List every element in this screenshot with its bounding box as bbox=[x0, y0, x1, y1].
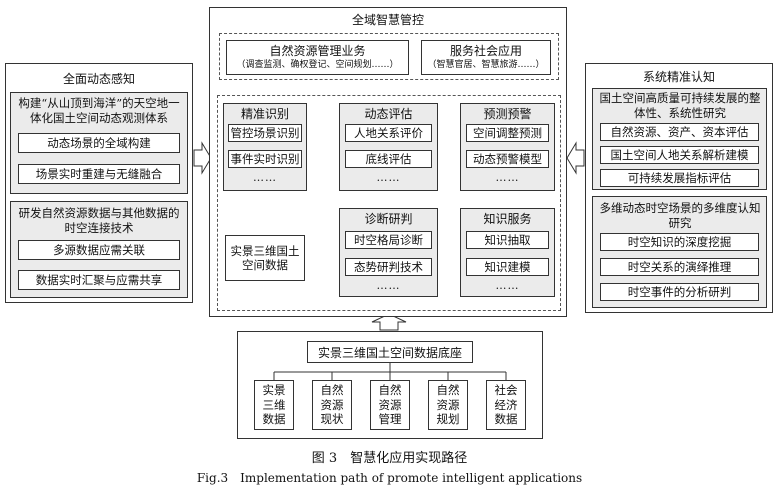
module-identify bbox=[223, 103, 307, 191]
module-warn-item: 动态预警模型 bbox=[466, 150, 549, 168]
service-social-title: 服务社会应用 bbox=[449, 44, 522, 58]
left-hollow-arrow bbox=[193, 141, 212, 175]
bottom-item: 自然资源管理 bbox=[370, 380, 410, 430]
module-evaluate-item: 底线评估 bbox=[345, 150, 432, 168]
module-diagnose-item: 态势研判技术 bbox=[345, 258, 432, 276]
figure-caption-zh: 图 3 智慧化应用实现路径 bbox=[311, 451, 468, 466]
center-data-box: 实景三维国土空间数据 bbox=[225, 235, 305, 281]
right-group-1-item: 国土空间人地关系解析建模 bbox=[600, 146, 759, 164]
module-warn bbox=[460, 103, 555, 191]
right-group-2-title: 多维动态时空场景的多维度认知研究 bbox=[599, 201, 761, 230]
right-group-1-item: 自然资源、资产、资本评估 bbox=[600, 123, 759, 141]
module-diagnose-title: 诊断研判 bbox=[364, 212, 413, 226]
bottom-hollow-arrow bbox=[371, 313, 407, 331]
module-knowledge-item: 知识建模 bbox=[466, 258, 549, 276]
right-group-1-title: 国土空间高质量可持续发展的整体性、系统性研究 bbox=[599, 91, 761, 120]
module-diagnose-more: …… bbox=[376, 279, 401, 292]
left-group-2-item: 数据实时汇聚与应需共享 bbox=[18, 270, 180, 290]
service-natural-resources-title: 自然资源管理业务 bbox=[269, 44, 366, 58]
figure-caption-en: Fig.3 Implementation path of promote int… bbox=[196, 471, 583, 485]
module-warn-title: 预测预警 bbox=[483, 107, 532, 121]
left-panel-title: 全面动态感知 bbox=[62, 72, 135, 86]
bottom-item: 社会经济数据 bbox=[486, 380, 526, 430]
service-box-social bbox=[421, 40, 551, 75]
right-panel-title: 系统精准认知 bbox=[642, 70, 715, 84]
right-group-1-item: 可持续发展指标评估 bbox=[600, 169, 759, 187]
module-evaluate-item: 人地关系评价 bbox=[345, 124, 432, 142]
module-knowledge-title: 知识服务 bbox=[483, 212, 532, 226]
left-group-2-title: 研发自然资源数据与其他数据的时空连接技术 bbox=[18, 206, 180, 235]
module-evaluate bbox=[339, 103, 438, 191]
left-group-1-item: 场景实时重建与无缝融合 bbox=[18, 164, 180, 184]
service-social-sub: （智慧官居、智慧旅游……） bbox=[427, 60, 545, 70]
module-identify-item: 事件实时识别 bbox=[228, 150, 302, 168]
service-box-natural-resources bbox=[226, 40, 409, 75]
module-diagnose bbox=[339, 208, 438, 297]
bottom-item: 自然资源现状 bbox=[312, 380, 352, 430]
right-group-2-item: 时空事件的分析研判 bbox=[600, 283, 759, 301]
bottom-item: 自然资源规划 bbox=[428, 380, 468, 430]
module-warn-more: …… bbox=[495, 171, 520, 184]
service-area bbox=[219, 33, 559, 80]
module-warn-item: 空间调整预测 bbox=[466, 124, 549, 142]
left-group-1-item: 动态场景的全域构建 bbox=[18, 133, 180, 153]
bottom-item: 实景三维数据 bbox=[254, 380, 294, 430]
module-evaluate-more: …… bbox=[376, 171, 401, 184]
module-knowledge-item: 知识抽取 bbox=[466, 231, 549, 249]
right-hollow-arrow bbox=[566, 141, 585, 175]
bottom-foundation-title: 实景三维国土空间数据底座 bbox=[307, 341, 473, 363]
center-data-label: 实景三维国土空间数据 bbox=[230, 243, 300, 272]
module-knowledge bbox=[460, 208, 555, 297]
main-title: 全域智慧管控 bbox=[351, 13, 424, 27]
module-diagnose-item: 时空格局诊断 bbox=[345, 231, 432, 249]
right-group-2-item: 时空知识的深度挖掘 bbox=[600, 233, 759, 251]
service-natural-resources-sub: （调查监测、确权登记、空间规划……） bbox=[236, 60, 399, 70]
module-identify-item: 管控场景识别 bbox=[228, 124, 302, 142]
module-identify-more: …… bbox=[253, 171, 277, 184]
right-group-2-item: 时空关系的演绎推理 bbox=[600, 258, 759, 276]
module-identify-title: 精准识别 bbox=[240, 107, 289, 121]
module-knowledge-more: …… bbox=[495, 279, 520, 292]
left-group-1-title: 构建“从山顶到海洋”的天空地一体化国土空间动态观测体系 bbox=[18, 96, 180, 125]
left-group-2-item: 多源数据应需关联 bbox=[18, 240, 180, 260]
module-evaluate-title: 动态评估 bbox=[364, 107, 413, 121]
modules-area bbox=[217, 95, 561, 311]
